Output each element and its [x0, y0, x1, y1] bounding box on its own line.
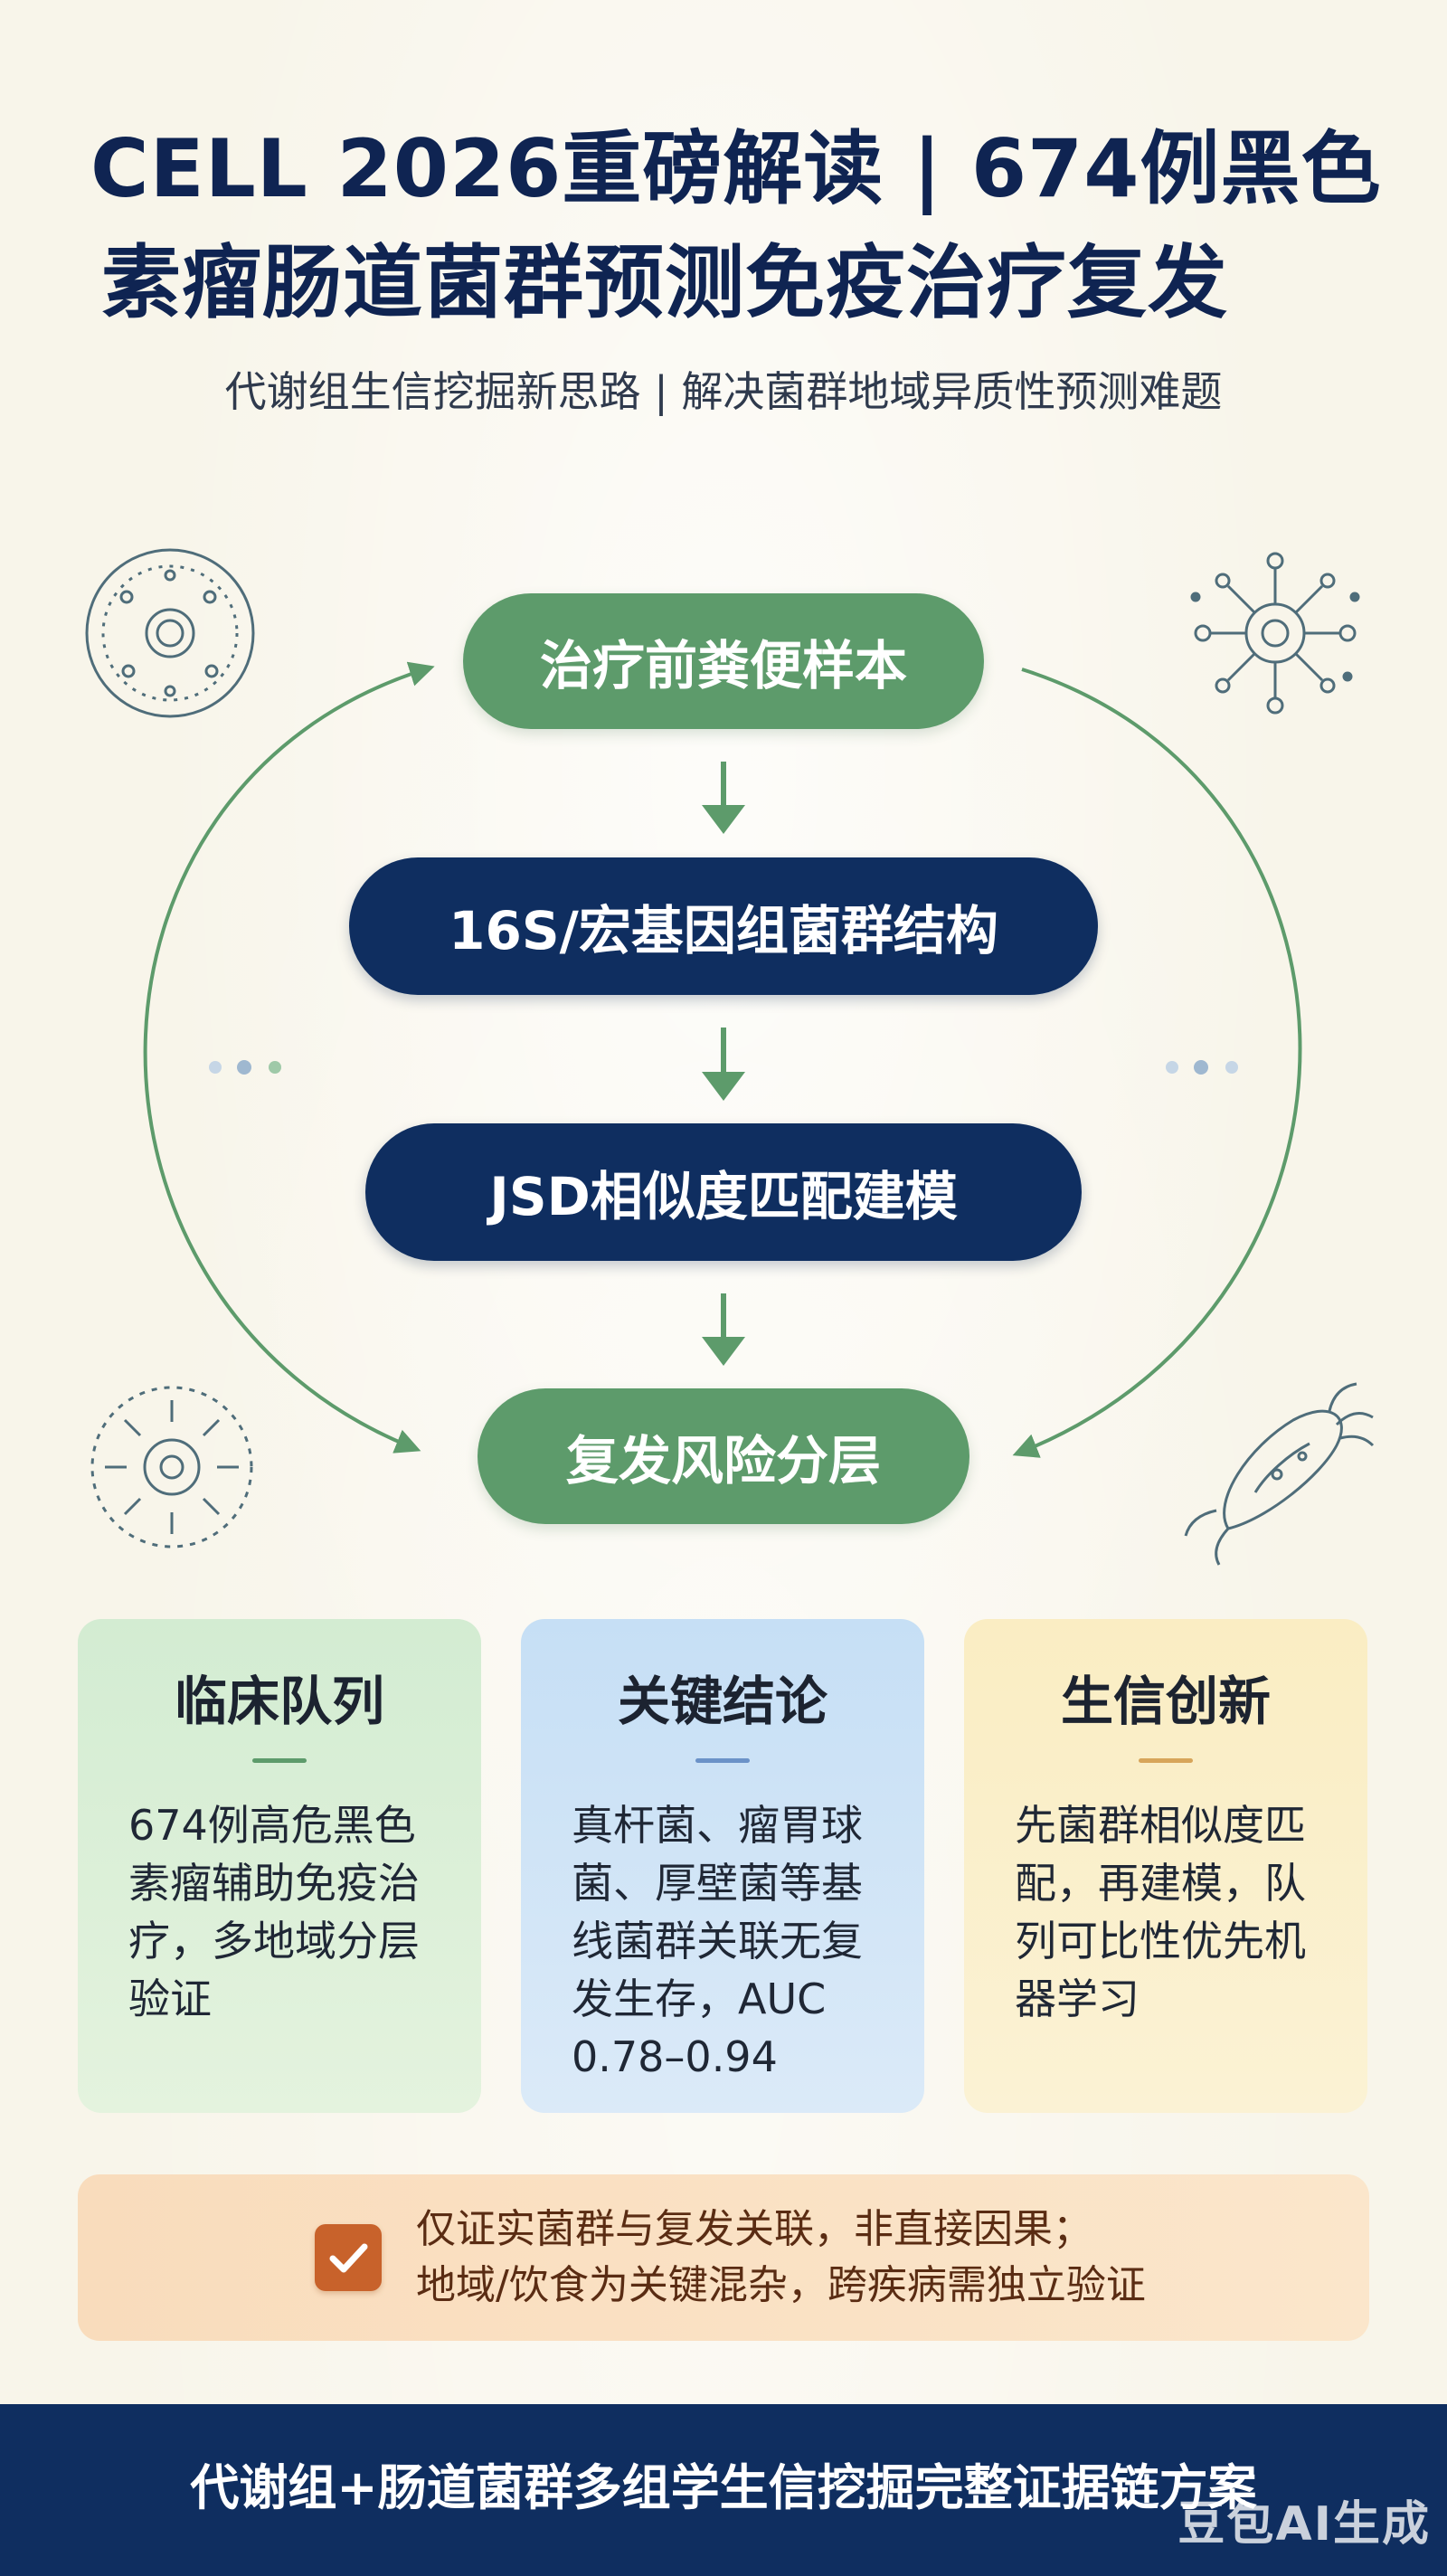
- card-clinical-cohort: 临床队列 674例高危黑色素瘤辅助免疫治疗，多地域分层验证: [78, 1619, 481, 2113]
- loop-arrow-left: [143, 661, 435, 1454]
- card-title: 关键结论: [617, 1671, 828, 1732]
- card-body: 先菌群相似度匹配，再建模，队列可比性优先机器学习: [1015, 1801, 1306, 2023]
- bacteria-colony-icon: [90, 1386, 253, 1548]
- watermark: 豆包AI生成: [1177, 2497, 1431, 2552]
- note-line-1: 仅证实菌群与复发关联，非直接因果；: [416, 2206, 1092, 2252]
- page-title-line-1: CELL 2026重磅解读 | 674例黑色: [90, 122, 1382, 215]
- card-divider: [1139, 1758, 1193, 1763]
- loop-arrow-right: [1012, 668, 1302, 1458]
- page-subtitle: 代谢组生信挖掘新思路 | 解决菌群地域异质性预测难题: [224, 367, 1223, 416]
- card-key-conclusion: 关键结论 真杆菌、瘤胃球菌、厚壁菌等基线菌群关联无复发生存，AUC 0.78–0…: [521, 1619, 924, 2113]
- down-arrow-3: [702, 1293, 745, 1366]
- card-divider: [252, 1758, 307, 1763]
- card-body: 674例高危黑色素瘤辅助免疫治疗，多地域分层验证: [128, 1801, 420, 2023]
- flow-step-jsd-modeling: JSD相似度匹配建模: [365, 1123, 1082, 1261]
- note-text: 仅证实菌群与复发关联，非直接因果； 地域/饮食为关键混杂，跨疾病需独立验证: [416, 2202, 1320, 2314]
- card-divider: [695, 1758, 750, 1763]
- footer-text: 代谢组+肠道菌群多组学生信挖掘完整证据链方案: [190, 2459, 1257, 2516]
- flow-diagram: [85, 548, 1375, 1566]
- dots-left: [209, 1060, 281, 1075]
- check-icon: [315, 2224, 382, 2291]
- footer-banner: 代谢组+肠道菌群多组学生信挖掘完整证据链方案 豆包AI生成: [0, 2404, 1447, 2576]
- card-title: 临床队列: [174, 1671, 384, 1732]
- card-bioinfo-innovation: 生信创新 先菌群相似度匹配，再建模，队列可比性优先机器学习: [964, 1619, 1367, 2113]
- flow-step-fecal-sample: 治疗前粪便样本: [463, 593, 984, 729]
- card-title: 生信创新: [1060, 1671, 1271, 1732]
- cell-icon: [85, 548, 255, 718]
- card-body: 真杆菌、瘤胃球菌、厚壁菌等基线菌群关联无复发生存，AUC 0.78–0.94: [572, 1801, 863, 2081]
- flow-step-microbiome-structure: 16S/宏基因组菌群结构: [349, 857, 1098, 995]
- note-line-2: 地域/饮食为关键混杂，跨疾病需独立验证: [416, 2262, 1146, 2308]
- flow-step-risk-stratification: 复发风险分层: [478, 1388, 969, 1524]
- bacterium-icon: [1184, 1382, 1375, 1566]
- virus-icon: [1190, 552, 1360, 715]
- dots-right: [1166, 1060, 1238, 1075]
- page-title-line-2: 素瘤肠道菌群预测免疫治疗复发: [101, 236, 1229, 329]
- down-arrow-1: [702, 762, 745, 834]
- limitation-note: 仅证实菌群与复发关联，非直接因果； 地域/饮食为关键混杂，跨疾病需独立验证: [78, 2174, 1369, 2341]
- down-arrow-2: [702, 1028, 745, 1101]
